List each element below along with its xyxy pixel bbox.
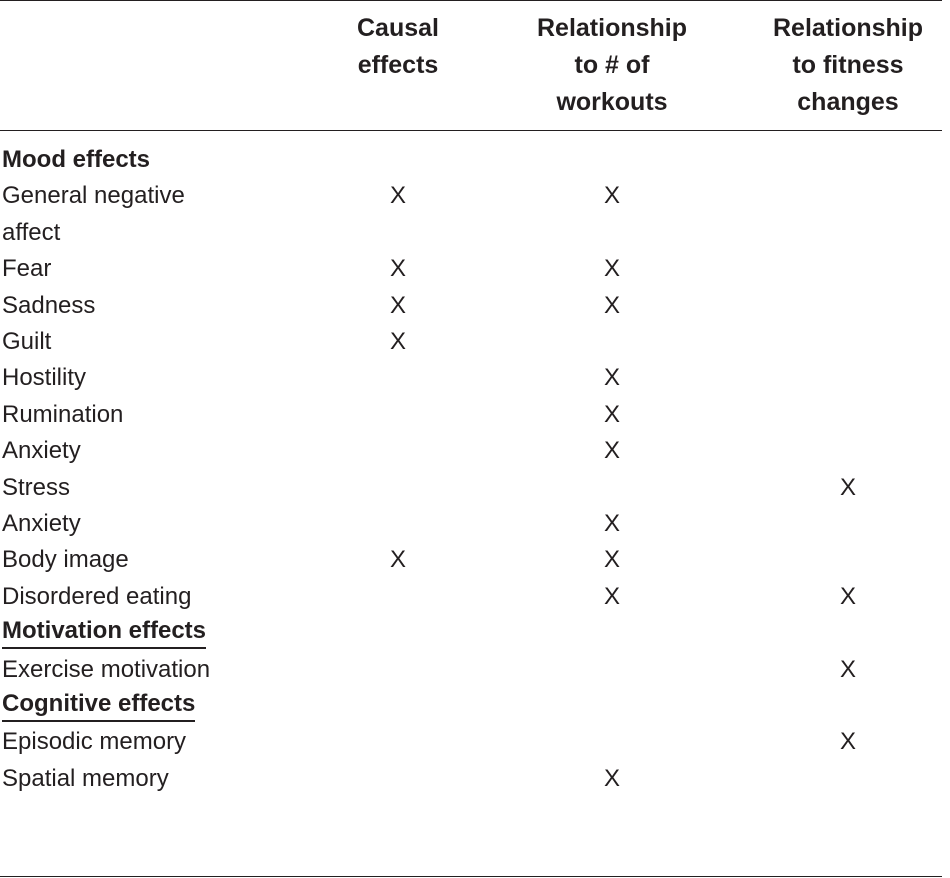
table-row: Rumination X: [0, 397, 942, 433]
row-label: Exercise motivation: [2, 655, 211, 683]
cell-mark: X: [603, 437, 620, 465]
cell-mark: X: [389, 182, 406, 210]
table-row: Guilt X: [0, 324, 942, 360]
section-row: Cognitive effects: [0, 688, 942, 724]
table-row: Anxiety X: [0, 433, 942, 469]
cell-mark: X: [603, 182, 620, 210]
row-label: Hostility: [2, 364, 87, 392]
cell-mark: X: [603, 364, 620, 392]
cell-mark: X: [603, 764, 620, 792]
table-row: Exercise motivation X: [0, 652, 942, 688]
row-label: Episodic memory: [2, 728, 187, 756]
table-row: Anxiety X: [0, 506, 942, 542]
cell-mark: X: [603, 400, 620, 428]
cell-mark: X: [389, 291, 406, 319]
row-label: General negative: [2, 182, 185, 210]
row-label: Rumination: [2, 400, 124, 428]
table-row: Spatial memory X: [0, 761, 942, 797]
row-label: Disordered eating: [2, 582, 192, 610]
cell-mark: X: [839, 473, 856, 501]
cell-mark: X: [603, 510, 620, 537]
section-heading: Mood effects: [2, 146, 151, 173]
table-bottom-rule: [0, 876, 942, 877]
row-label: Body image: [2, 546, 129, 574]
table-row: Stress X: [0, 470, 942, 506]
cell-mark: X: [603, 291, 620, 319]
section-row: Mood effects: [0, 142, 942, 178]
column-header-relationship-fitness: Relationship to fitness changes: [772, 14, 923, 116]
row-label: Anxiety: [2, 510, 81, 537]
cell-mark: X: [839, 655, 856, 683]
table-row: Hostility X: [0, 360, 942, 396]
table-row: Fear X X: [0, 251, 942, 287]
section-heading: Motivation effects: [2, 615, 207, 650]
section-row: Motivation effects: [0, 615, 942, 651]
cell-mark: X: [603, 255, 620, 283]
table-row: Sadness X X: [0, 288, 942, 324]
table-row: General negative X X: [0, 178, 942, 214]
cell-mark: X: [839, 582, 856, 610]
column-header-relationship-workouts: Relationship to # of workouts: [536, 14, 687, 116]
section-heading: Cognitive effects: [2, 688, 196, 722]
row-label: Guilt: [2, 328, 52, 355]
cell-mark: X: [603, 546, 620, 574]
table-header-rule: [0, 130, 942, 131]
table-row: Episodic memory X: [0, 724, 942, 760]
cell-mark: X: [603, 582, 620, 610]
table-row: Body image X X: [0, 542, 942, 578]
row-label: Fear: [2, 255, 52, 283]
row-label: Stress: [2, 473, 71, 501]
column-header-causal-effects: Causal effects: [357, 14, 439, 79]
cell-mark: X: [389, 546, 406, 574]
row-label: Sadness: [2, 291, 96, 319]
row-label: Anxiety: [2, 437, 81, 465]
table-row: affect: [0, 215, 942, 251]
cell-mark: X: [389, 328, 406, 355]
table-row: Disordered eating X X: [0, 579, 942, 615]
cell-mark: X: [839, 728, 856, 756]
table-top-rule: [0, 0, 942, 1]
cell-mark: X: [389, 255, 406, 283]
row-label: affect: [2, 218, 61, 246]
row-label: Spatial memory: [2, 764, 169, 792]
